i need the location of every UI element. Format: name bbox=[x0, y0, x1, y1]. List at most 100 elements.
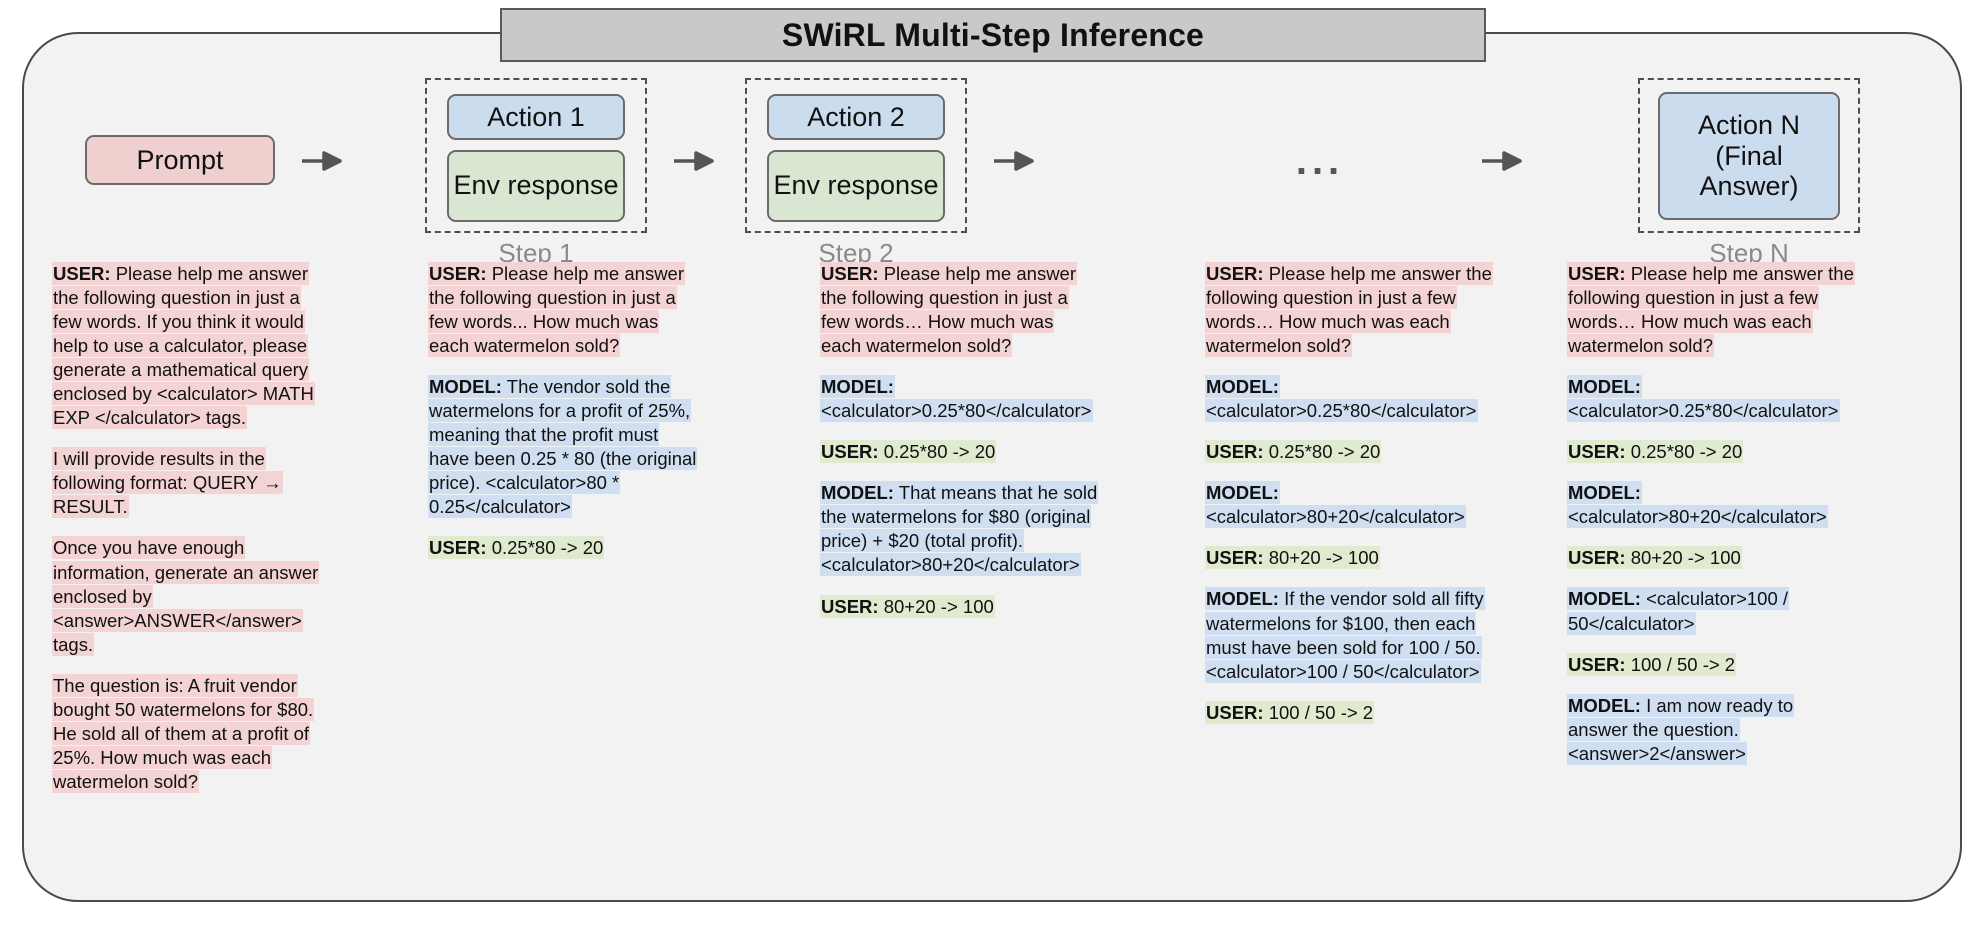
message-role: USER: bbox=[821, 441, 879, 463]
message-highlight: MODEL: <calculator>100 / 50</calculator> bbox=[1567, 587, 1790, 635]
transcript-message: USER: 100 / 50 -> 2 bbox=[1567, 652, 1857, 677]
message-text: 80+20 -> 100 bbox=[1263, 547, 1379, 569]
transcript-message: MODEL: <calculator>100 / 50</calculator> bbox=[1567, 587, 1857, 635]
message-highlight: USER: 0.25*80 -> 20 bbox=[1205, 440, 1382, 464]
message-role: USER: bbox=[1568, 263, 1626, 284]
message-highlight: USER: 80+20 -> 100 bbox=[1567, 546, 1742, 570]
message-text: That means that he sold the watermelons … bbox=[821, 482, 1098, 576]
transcript-column-step-1: USER: Please help me answer the followin… bbox=[428, 262, 700, 578]
transcript-message: USER: Please help me answer the followin… bbox=[52, 262, 324, 430]
message-highlight: MODEL: That means that he sold the water… bbox=[820, 481, 1099, 577]
transcript-message: USER: 0.25*80 -> 20 bbox=[428, 536, 700, 560]
ellipsis-indicator: ... bbox=[1295, 139, 1345, 183]
message-text: The question is: A fruit vendor bought 5… bbox=[53, 674, 314, 792]
transcript-message: MODEL: <calculator>0.25*80</calculator> bbox=[1567, 375, 1857, 423]
message-role: USER: bbox=[1568, 547, 1626, 569]
action-n-box: Action N (Final Answer) bbox=[1658, 92, 1840, 220]
prompt-label: Prompt bbox=[136, 144, 224, 175]
transcript-message: MODEL: <calculator>80+20</calculator> bbox=[1205, 481, 1495, 529]
message-highlight: MODEL: If the vendor sold all fifty wate… bbox=[1205, 587, 1485, 683]
message-role: MODEL: bbox=[1568, 694, 1641, 716]
message-highlight: MODEL: <calculator>0.25*80</calculator> bbox=[1205, 375, 1478, 423]
message-role: MODEL: bbox=[1206, 588, 1279, 610]
message-highlight: USER: 80+20 -> 100 bbox=[820, 594, 995, 618]
transcript-message: MODEL: That means that he sold the water… bbox=[820, 481, 1099, 577]
message-role: MODEL: bbox=[821, 376, 894, 398]
message-text: <calculator>0.25*80</calculator> bbox=[821, 400, 1092, 422]
message-highlight: MODEL: I am now ready to answer the ques… bbox=[1567, 693, 1795, 765]
transcript-message: MODEL: If the vendor sold all fifty wate… bbox=[1205, 587, 1495, 683]
transcript-message: MODEL: <calculator>0.25*80</calculator> bbox=[1205, 375, 1495, 423]
message-highlight: The question is: A fruit vendor bought 5… bbox=[52, 673, 315, 793]
transcript-column-step-2: USER: Please help me answer the followin… bbox=[820, 262, 1099, 636]
transcript-message: Once you have enough information, genera… bbox=[52, 536, 324, 656]
message-text: 100 / 50 -> 2 bbox=[1625, 653, 1736, 675]
action-n-label-line3: Answer) bbox=[1699, 171, 1799, 202]
message-role: USER: bbox=[53, 263, 111, 284]
message-highlight: MODEL: <calculator>80+20</calculator> bbox=[1567, 481, 1828, 529]
message-role: USER: bbox=[1568, 441, 1626, 463]
transcript-columns: USER: Please help me answer the followin… bbox=[0, 262, 1986, 922]
message-text: Please help me answer the following ques… bbox=[1568, 263, 1854, 357]
message-highlight: MODEL: <calculator>0.25*80</calculator> bbox=[820, 375, 1093, 423]
message-text: I will provide results in the following … bbox=[53, 448, 282, 518]
message-highlight: USER: 100 / 50 -> 2 bbox=[1567, 652, 1737, 676]
transcript-message: MODEL: The vendor sold the watermelons f… bbox=[428, 375, 700, 519]
message-text: <calculator>100 / 50</calculator> bbox=[1568, 588, 1789, 634]
message-text: 0.25*80 -> 20 bbox=[486, 537, 604, 559]
message-role: USER: bbox=[1206, 441, 1264, 463]
message-highlight: USER: 100 / 50 -> 2 bbox=[1205, 700, 1375, 724]
action-2-label: Action 2 bbox=[807, 101, 905, 132]
message-highlight: USER: Please help me answer the followin… bbox=[1205, 262, 1493, 358]
action-n-label-line2: (Final bbox=[1715, 140, 1783, 171]
action-n-label-line1: Action N bbox=[1697, 110, 1801, 141]
transcript-column-step-n: USER: Please help me answer the followin… bbox=[1567, 262, 1857, 783]
message-text: 0.25*80 -> 20 bbox=[878, 441, 996, 463]
transcript-message: USER: 80+20 -> 100 bbox=[820, 594, 1098, 619]
message-text: I am now ready to answer the question. <… bbox=[1568, 694, 1794, 764]
action-1-box: Action 1 bbox=[447, 94, 625, 140]
message-text: If the vendor sold all fifty watermelons… bbox=[1206, 588, 1484, 682]
message-role: USER: bbox=[1568, 653, 1626, 675]
flow-diagram: Prompt Action 1 Env response Step 1 bbox=[0, 60, 1940, 268]
message-highlight: MODEL: <calculator>0.25*80</calculator> bbox=[1567, 375, 1840, 423]
message-role: MODEL: bbox=[821, 482, 894, 504]
message-highlight: Once you have enough information, genera… bbox=[52, 536, 320, 656]
message-highlight: USER: Please help me answer the followin… bbox=[1567, 262, 1855, 358]
prompt-box: Prompt bbox=[85, 135, 275, 185]
transcript-message: MODEL: I am now ready to answer the ques… bbox=[1567, 693, 1857, 766]
transcript-message: USER: 0.25*80 -> 20 bbox=[820, 440, 1098, 464]
message-highlight: USER: 0.25*80 -> 20 bbox=[820, 440, 997, 464]
message-role: MODEL: bbox=[1568, 376, 1641, 398]
transcript-message: USER: 80+20 -> 100 bbox=[1567, 546, 1857, 570]
message-text: 80+20 -> 100 bbox=[878, 595, 994, 617]
page-title: SWiRL Multi-Step Inference bbox=[781, 16, 1205, 53]
message-role: USER: bbox=[429, 537, 487, 559]
message-text: Please help me answer the following ques… bbox=[821, 263, 1077, 357]
transcript-message: The question is: A fruit vendor bought 5… bbox=[52, 673, 324, 794]
transcript-column-prompt: USER: Please help me answer the followin… bbox=[52, 262, 324, 811]
transcript-message: USER: 80+20 -> 100 bbox=[1205, 546, 1495, 570]
right-arrow-icon-4 bbox=[1480, 148, 1526, 174]
message-highlight: USER: Please help me answer the followin… bbox=[428, 262, 686, 358]
message-text: 100 / 50 -> 2 bbox=[1263, 701, 1374, 723]
message-highlight: USER: Please help me answer the followin… bbox=[820, 262, 1078, 358]
message-text: 0.25*80 -> 20 bbox=[1625, 441, 1743, 463]
message-role: MODEL: bbox=[429, 376, 502, 398]
transcript-message: USER: Please help me answer the followin… bbox=[428, 262, 700, 358]
message-highlight: MODEL: <calculator>80+20</calculator> bbox=[1205, 481, 1466, 529]
transcript-column-step-3: USER: Please help me answer the followin… bbox=[1205, 262, 1495, 742]
message-highlight: I will provide results in the following … bbox=[52, 447, 283, 519]
transcript-message: USER: Please help me answer the followin… bbox=[820, 262, 1098, 358]
message-highlight: USER: 0.25*80 -> 20 bbox=[1567, 440, 1744, 464]
transcript-message: USER: 0.25*80 -> 20 bbox=[1567, 440, 1857, 464]
transcript-message: MODEL: <calculator>0.25*80</calculator> bbox=[820, 375, 1098, 423]
transcript-message: USER: 100 / 50 -> 2 bbox=[1205, 700, 1495, 725]
env-response-2-label: Env response bbox=[773, 170, 939, 201]
message-role: MODEL: bbox=[1568, 588, 1641, 610]
step-n-dashed-border bbox=[1638, 78, 1860, 233]
message-text: <calculator>0.25*80</calculator> bbox=[1206, 400, 1477, 422]
message-role: USER: bbox=[1206, 547, 1264, 569]
message-role: MODEL: bbox=[1206, 482, 1279, 504]
